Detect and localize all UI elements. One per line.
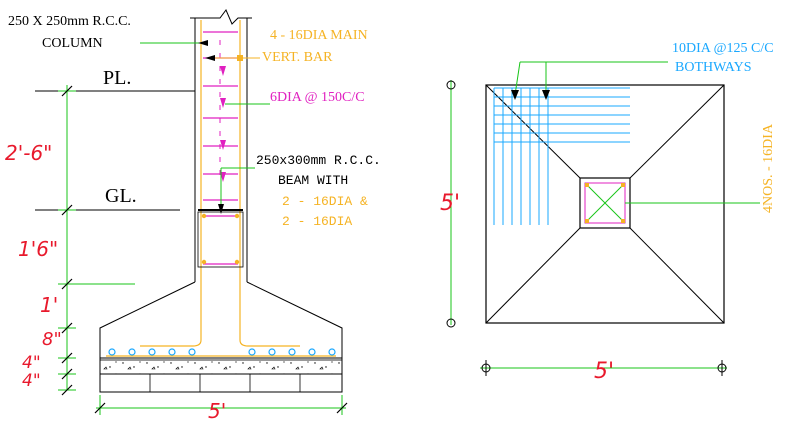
gl-label: GL. bbox=[105, 185, 137, 207]
plan-dim-width: 5' bbox=[594, 359, 614, 384]
break-symbol bbox=[190, 9, 252, 25]
pl-label: PL. bbox=[103, 67, 131, 89]
stirrup-label: 6DIA @ 150C/C bbox=[270, 90, 365, 105]
dim-width-section: 5' bbox=[208, 399, 226, 423]
corner-bars-label: 4NOS. - 16DIA bbox=[761, 123, 776, 213]
beam-label-3: 2 - 16DIA & bbox=[282, 194, 368, 209]
plan-view bbox=[446, 61, 760, 376]
column-label-2: COLUMN bbox=[42, 36, 103, 51]
dim-8: 8" bbox=[42, 329, 62, 350]
beam-label-2: BEAM WITH bbox=[278, 173, 348, 188]
dim-1-6: 1'6" bbox=[18, 237, 58, 261]
dim-4a: 4" bbox=[22, 353, 41, 373]
dim-1: 1' bbox=[40, 293, 58, 317]
mesh-label-1: 10DIA @125 C/C bbox=[672, 41, 774, 56]
mesh-vertical bbox=[493, 88, 549, 225]
mesh-bar-sections bbox=[108, 348, 336, 356]
beam-label-1: 250x300mm R.C.C. bbox=[256, 153, 381, 168]
main-bar-label-2: VERT. BAR bbox=[262, 50, 333, 65]
plan-dim-height: 5' bbox=[440, 191, 460, 216]
mesh-horizontal bbox=[494, 87, 630, 143]
dim-4b: 4" bbox=[22, 371, 41, 391]
beam-label-4: 2 - 16DIA bbox=[282, 214, 352, 229]
column-label-1: 250 X 250mm R.C.C. bbox=[8, 14, 131, 29]
section-view bbox=[35, 9, 348, 415]
main-bar-label-1: 4 - 16DIA MAIN bbox=[270, 28, 368, 43]
mesh-label-2: BOTHWAYS bbox=[675, 60, 752, 75]
dim-2-6: 2'-6" bbox=[5, 141, 52, 165]
